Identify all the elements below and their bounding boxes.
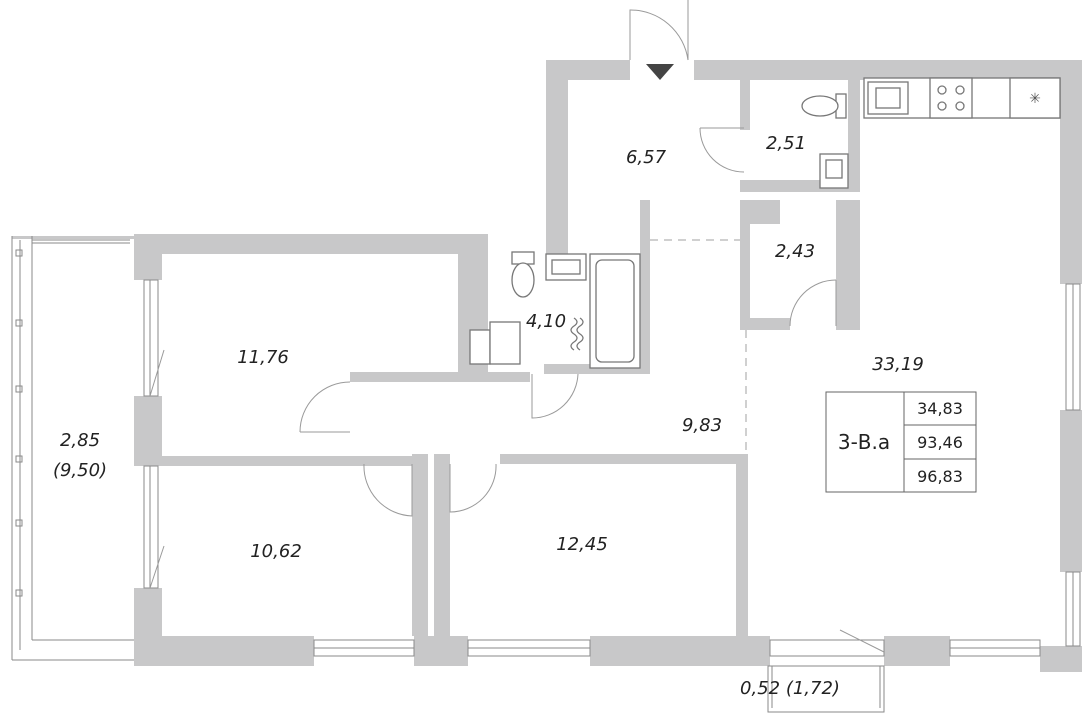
area-bedroom-bottom-left: 10,62 bbox=[250, 541, 302, 562]
towel-dryer-icon bbox=[570, 317, 578, 351]
fridge-icon: ✳ bbox=[1029, 90, 1041, 106]
toilet-icon bbox=[801, 93, 847, 119]
fixtures: ✳ bbox=[469, 77, 1061, 369]
summary-living-area: 34,83 bbox=[917, 399, 963, 418]
area-balcony-left: 2,85 bbox=[60, 430, 100, 451]
walls bbox=[134, 60, 1082, 672]
area-entrance-hall: 6,57 bbox=[626, 147, 667, 168]
apartment-code: 3-В.а bbox=[838, 430, 890, 454]
area-storage: 2,43 bbox=[775, 241, 815, 262]
bath-toilet-icon bbox=[511, 251, 535, 298]
balcony-bottom bbox=[767, 665, 885, 713]
area-bedroom-top-left: 11,76 bbox=[237, 347, 289, 368]
area-balcony-bottom: 0,52 (1,72) bbox=[740, 678, 840, 699]
area-wc: 2,51 bbox=[766, 133, 806, 154]
balcony-left bbox=[11, 236, 134, 661]
area-kitchen-living: 33,19 bbox=[872, 354, 924, 375]
windows bbox=[143, 279, 1081, 657]
kitchen-counter: ✳ bbox=[863, 77, 1061, 119]
area-bedroom-bottom-middle: 12,45 bbox=[556, 534, 608, 555]
area-balcony-left-full: (9,50) bbox=[53, 460, 107, 481]
entrance-arrow-icon bbox=[646, 64, 674, 80]
bathtub-icon bbox=[589, 253, 641, 369]
bath-sink-icon bbox=[545, 253, 587, 281]
area-corridor: 9,83 bbox=[682, 415, 722, 436]
washing-machine-icon bbox=[469, 321, 521, 365]
apartment-summary-table: 3-В.а 34,83 93,46 96,83 bbox=[825, 391, 977, 493]
sink-icon bbox=[819, 153, 849, 189]
area-bathroom: 4,10 bbox=[526, 311, 566, 332]
summary-total-area: 93,46 bbox=[917, 433, 963, 452]
doors bbox=[149, 0, 885, 653]
summary-total-area-with-balcony: 96,83 bbox=[917, 467, 963, 486]
